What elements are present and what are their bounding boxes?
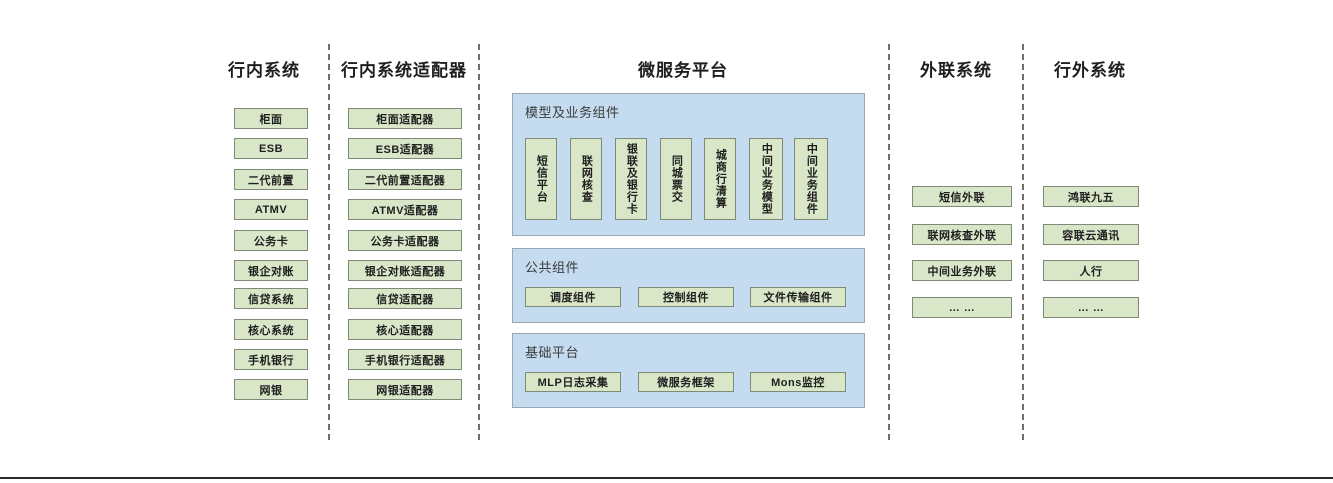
panel-public-components: 公共组件 <box>512 248 865 323</box>
column-divider-3 <box>888 44 890 440</box>
node-internal-adapter[interactable]: 二代前置适配器 <box>348 169 462 190</box>
node-label: 同城票交 <box>670 155 683 203</box>
node-internal-adapter[interactable]: 网银适配器 <box>348 379 462 400</box>
column-divider-1 <box>328 44 330 440</box>
node-business-component[interactable]: 同城票交 <box>660 138 692 220</box>
panel-label: 基础平台 <box>525 345 580 360</box>
node-internal-system[interactable]: ATMV <box>234 199 308 220</box>
panel-base-platform: 基础平台 <box>512 333 865 408</box>
node-internal-adapter[interactable]: 信贷适配器 <box>348 288 462 309</box>
node-internal-system[interactable]: 银企对账 <box>234 260 308 281</box>
node-internal-adapter[interactable]: ATMV适配器 <box>348 199 462 220</box>
node-label: 联网核查 <box>580 155 593 203</box>
column-divider-2 <box>478 44 480 440</box>
node-base-platform-component[interactable]: MLP日志采集 <box>525 372 621 392</box>
node-outside-bank-system[interactable]: 容联云通讯 <box>1043 224 1139 245</box>
node-business-component[interactable]: 中间业务组件 <box>794 138 828 220</box>
node-public-component[interactable]: 控制组件 <box>638 287 734 307</box>
node-internal-system[interactable]: 核心系统 <box>234 319 308 340</box>
node-internal-system[interactable]: 柜面 <box>234 108 308 129</box>
node-label: 中间业务组件 <box>805 143 818 215</box>
node-base-platform-component[interactable]: 微服务框架 <box>638 372 734 392</box>
page-bottom-rule <box>0 477 1333 479</box>
node-internal-adapter[interactable]: 公务卡适配器 <box>348 230 462 251</box>
node-label: 中间业务模型 <box>760 143 773 215</box>
node-internal-adapter[interactable]: 手机银行适配器 <box>348 349 462 370</box>
node-internal-system[interactable]: ESB <box>234 138 308 159</box>
node-external-link-system[interactable]: 中间业务外联 <box>912 260 1012 281</box>
node-external-link-system[interactable]: … … <box>912 297 1012 318</box>
column-title-outside-bank-systems: 行外系统 <box>1054 61 1126 80</box>
column-title-internal-systems: 行内系统 <box>228 61 300 80</box>
node-public-component[interactable]: 文件传输组件 <box>750 287 846 307</box>
node-internal-adapter[interactable]: 核心适配器 <box>348 319 462 340</box>
node-outside-bank-system[interactable]: 鸿联九五 <box>1043 186 1139 207</box>
node-label: 短信平台 <box>535 155 548 203</box>
node-internal-system[interactable]: 网银 <box>234 379 308 400</box>
node-internal-system[interactable]: 手机银行 <box>234 349 308 370</box>
node-outside-bank-system[interactable]: … … <box>1043 297 1139 318</box>
node-internal-adapter[interactable]: ESB适配器 <box>348 138 462 159</box>
node-internal-system[interactable]: 信贷系统 <box>234 288 308 309</box>
node-internal-system[interactable]: 公务卡 <box>234 230 308 251</box>
node-external-link-system[interactable]: 联网核查外联 <box>912 224 1012 245</box>
node-internal-adapter[interactable]: 柜面适配器 <box>348 108 462 129</box>
column-title-external-link-systems: 外联系统 <box>920 61 992 80</box>
column-title-internal-adapters: 行内系统适配器 <box>341 61 467 80</box>
node-business-component[interactable]: 城商行清算 <box>704 138 736 220</box>
node-business-component[interactable]: 联网核查 <box>570 138 602 220</box>
panel-label: 模型及业务组件 <box>525 105 620 120</box>
node-base-platform-component[interactable]: Mons监控 <box>750 372 846 392</box>
node-public-component[interactable]: 调度组件 <box>525 287 621 307</box>
panel-label: 公共组件 <box>525 260 580 275</box>
node-internal-system[interactable]: 二代前置 <box>234 169 308 190</box>
node-outside-bank-system[interactable]: 人行 <box>1043 260 1139 281</box>
node-label: 银联及银行卡 <box>625 143 638 215</box>
node-business-component[interactable]: 银联及银行卡 <box>615 138 647 220</box>
node-business-component[interactable]: 短信平台 <box>525 138 557 220</box>
node-internal-adapter[interactable]: 银企对账适配器 <box>348 260 462 281</box>
node-business-component[interactable]: 中间业务模型 <box>749 138 783 220</box>
node-label: 城商行清算 <box>714 149 727 209</box>
column-title-microservice-platform: 微服务平台 <box>638 61 728 80</box>
column-divider-4 <box>1022 44 1024 440</box>
node-external-link-system[interactable]: 短信外联 <box>912 186 1012 207</box>
